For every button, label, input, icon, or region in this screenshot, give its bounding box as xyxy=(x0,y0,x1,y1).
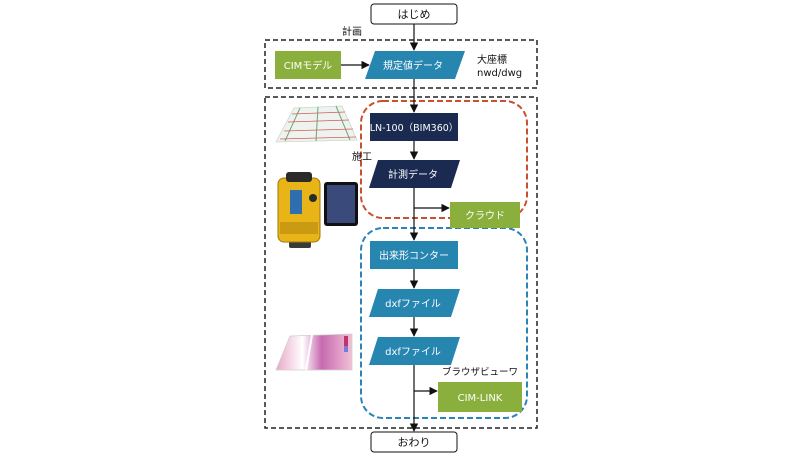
cim-model-box xyxy=(275,51,341,79)
dxf-file-1-label: dxfファイル xyxy=(385,299,441,310)
start-label: はじめ xyxy=(398,8,431,21)
construction-section-border xyxy=(264,96,538,429)
browser-viewer-label: ブラウザビューワ xyxy=(442,366,518,378)
cloud-box xyxy=(450,202,520,228)
construction-section-title: 施工 xyxy=(352,150,372,163)
contour-label: 出来形コンター xyxy=(379,249,449,262)
connectors xyxy=(341,24,450,432)
road-model-image xyxy=(275,105,358,143)
cloud-label: クラウド xyxy=(465,210,505,222)
measure-data-label: 計測データ xyxy=(388,168,438,181)
end-label: おわり xyxy=(398,436,431,449)
ln100-label: LN-100（BIM360） xyxy=(370,122,459,134)
dxf-file-2-label: dxfファイル xyxy=(385,347,441,358)
dxf-file-2-box xyxy=(369,337,460,365)
spec-data-label: 規定値データ xyxy=(383,59,443,72)
cim-link-label: CIM-LINK xyxy=(458,393,503,404)
measure-data-box xyxy=(369,160,460,188)
contour-box xyxy=(370,241,458,269)
coords-label-1: 大座標 xyxy=(477,53,507,66)
tablet-image xyxy=(324,182,358,226)
plan-section-border xyxy=(264,39,538,89)
cim-link-box xyxy=(438,382,522,412)
plan-section-title: 計画 xyxy=(342,25,362,38)
cim-model-label: CIMモデル xyxy=(284,59,333,72)
bim360-group-border xyxy=(360,100,528,219)
ln100-box xyxy=(370,113,458,141)
dxf-file-1-box xyxy=(369,289,460,317)
cimlink-group-border xyxy=(360,227,528,419)
coords-label-2: nwd/dwg xyxy=(477,68,522,79)
total-station-image xyxy=(277,172,321,248)
contour-heatmap-image xyxy=(275,333,353,371)
end-box xyxy=(370,431,458,453)
spec-data-box xyxy=(365,51,465,79)
